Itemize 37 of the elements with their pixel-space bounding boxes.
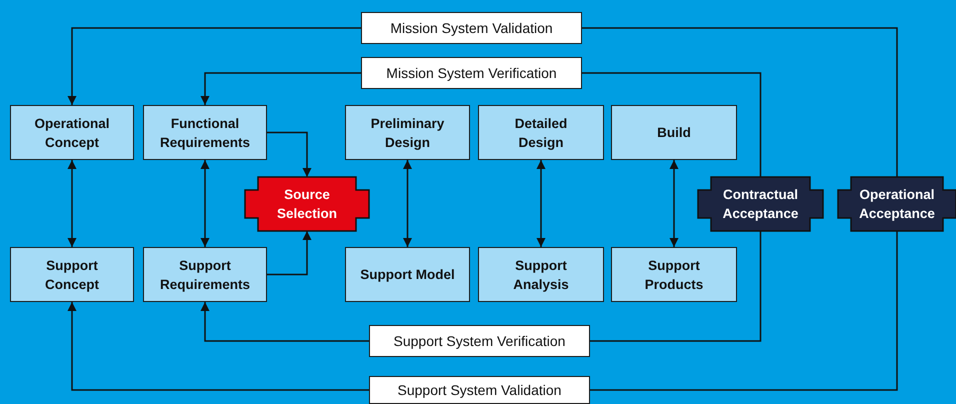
edge-label: Support System Validation	[369, 376, 590, 404]
connector-arrow	[536, 160, 546, 247]
node-label: Operational Acceptance	[858, 186, 936, 223]
node-label: Detailed Design	[514, 114, 568, 152]
process-box	[611, 105, 737, 160]
node-label: Contractual Acceptance	[722, 186, 800, 223]
process-box	[143, 105, 267, 160]
connector-arrow	[403, 160, 412, 247]
node-label: Operational Concept	[33, 114, 110, 152]
node-label: Build	[657, 124, 691, 142]
node-label: Support Analysis	[512, 256, 570, 294]
process-box	[10, 247, 134, 302]
milestone-shape	[838, 177, 956, 231]
node-label: Source Selection	[276, 186, 338, 223]
process-box	[143, 247, 267, 302]
node-label: Support Concept	[44, 256, 100, 294]
connector-arrow	[267, 132, 312, 177]
milestone-shape	[698, 177, 823, 231]
node-label: Preliminary Design	[370, 114, 446, 152]
node-label: Support Model	[360, 266, 455, 284]
node-label: Support Products	[644, 256, 704, 294]
edge-label: Support System Verification	[369, 325, 590, 357]
node-label: Functional Requirements	[158, 114, 252, 152]
node-label: Support Requirements	[158, 256, 252, 294]
process-box	[478, 247, 604, 302]
process-box	[478, 105, 604, 160]
process-box	[345, 247, 470, 302]
edge-label: Mission System Validation	[361, 12, 582, 44]
connector-arrow	[68, 160, 76, 247]
process-box	[611, 247, 737, 302]
process-box	[345, 105, 470, 160]
connector-arrow	[670, 160, 678, 247]
milestone-shape	[245, 177, 369, 231]
process-box	[10, 105, 134, 160]
connector-arrow	[200, 160, 210, 247]
edge-label: Mission System Verification	[361, 57, 582, 89]
connector-arrow	[267, 231, 312, 276]
